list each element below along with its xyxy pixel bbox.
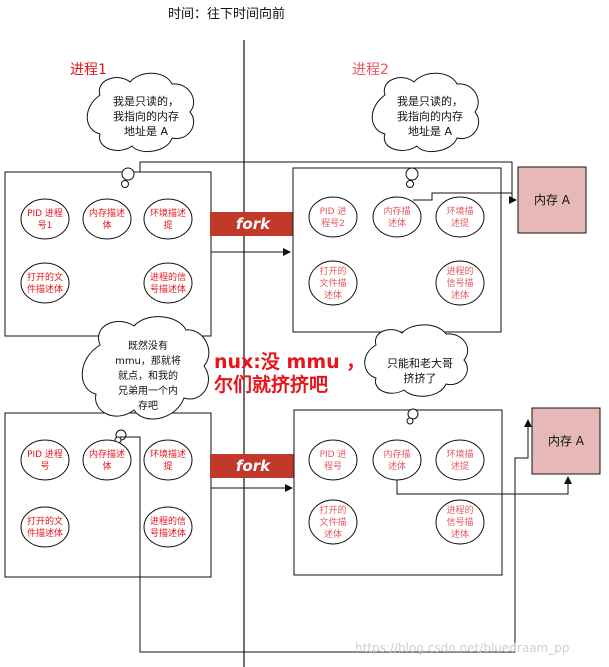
files-item-parent-bottom: 打开的文 件描述体 [20, 506, 70, 548]
svg-text:打开的: 打开的 [319, 265, 346, 277]
signals-item-parent-bottom: 进程的信 号描述体 [143, 506, 193, 548]
svg-text:件描述体: 件描述体 [27, 283, 63, 295]
svg-text:述体: 述体 [324, 528, 342, 540]
svg-text:内存描述: 内存描述 [89, 207, 125, 219]
svg-text:环境描: 环境描 [446, 205, 473, 217]
memory-item-child-bottom: 内存描 述体 [372, 439, 422, 481]
svg-text:环境描述: 环境描述 [150, 207, 186, 219]
child-process-box-bottom [293, 409, 503, 576]
time-direction-note: 时间：往下时间向前 [168, 6, 285, 22]
files-item-child-bottom: 打开的 文件描 述体 [308, 499, 358, 545]
svg-text:环境描: 环境描 [446, 448, 473, 460]
svg-text:PID 进程: PID 进程 [27, 208, 63, 219]
svg-text:提: 提 [163, 220, 172, 231]
svg-text:信号描: 信号描 [446, 516, 473, 528]
svg-text:兄弟用一个内: 兄弟用一个内 [118, 384, 178, 397]
svg-text:PID 进程: PID 进程 [27, 449, 63, 460]
svg-text:述提: 述提 [451, 217, 469, 229]
env-item-child-top: 环境描 述提 [435, 196, 485, 238]
memory-item-child-top: 内存描 述体 [372, 196, 422, 238]
svg-text:地址是 A: 地址是 A [124, 124, 168, 138]
svg-text:述体: 述体 [324, 289, 342, 301]
fork-banner-bottom: fork [210, 454, 296, 478]
pid-item-child-top: PID 进 程号2 [308, 196, 358, 238]
svg-text:环境描述: 环境描述 [150, 448, 186, 460]
svg-text:程号2: 程号2 [321, 218, 345, 229]
svg-text:就点，和我的: 就点，和我的 [118, 369, 178, 382]
svg-text:内存 A: 内存 A [534, 193, 571, 207]
svg-text:述体: 述体 [451, 528, 469, 540]
svg-text:述体: 述体 [451, 289, 469, 301]
svg-text:号1: 号1 [38, 220, 53, 231]
memory-block-bottom: 内存 A [531, 407, 601, 475]
parent-process-box-bottom [4, 412, 212, 578]
memory-item-parent-top: 内存描述 体 [82, 198, 132, 240]
env-item-child-bottom: 环境描 述提 [435, 439, 485, 481]
pid-item-parent-bottom: PID 进程 号 [20, 439, 70, 481]
svg-text:只能和老大哥: 只能和老大哥 [387, 356, 453, 370]
parent-thought-bubble-top: 我是只读的， 我指向的内存 地址是 A [86, 72, 195, 188]
svg-text:进程的信: 进程的信 [150, 271, 186, 283]
files-item-child-top: 打开的 文件描 述体 [308, 260, 358, 306]
svg-text:文件描: 文件描 [319, 516, 346, 528]
files-item-parent-top: 打开的文 件描述体 [20, 262, 70, 304]
svg-text:内存描: 内存描 [383, 205, 410, 217]
svg-text:文件描: 文件描 [319, 277, 346, 289]
env-item-parent-bottom: 环境描述 提 [143, 439, 193, 481]
svg-text:进程的信: 进程的信 [150, 515, 186, 527]
svg-text:述体: 述体 [388, 217, 406, 229]
parent-process-box-top [4, 171, 212, 337]
svg-text:我是只读的，: 我是只读的， [397, 94, 463, 108]
svg-text:内存 A: 内存 A [548, 434, 585, 448]
svg-text:号: 号 [40, 461, 49, 472]
svg-text:我指向的内存: 我指向的内存 [397, 109, 463, 123]
svg-text:体: 体 [102, 219, 111, 231]
svg-text:mmu，那就将: mmu，那就将 [115, 354, 181, 367]
child-process-label: 进程2 [352, 62, 389, 78]
svg-text:我是只读的，: 我是只读的， [113, 94, 179, 108]
svg-text:存吧: 存吧 [138, 399, 158, 412]
signals-item-child-top: 进程的 信号描 述体 [435, 260, 485, 306]
memory-item-parent-bottom: 内存描述 体 [82, 439, 132, 481]
signals-item-parent-top: 进程的信 号描述体 [143, 262, 193, 304]
svg-text:进程的: 进程的 [446, 265, 473, 277]
svg-text:进程的: 进程的 [446, 504, 473, 516]
svg-text:述提: 述提 [451, 460, 469, 472]
svg-text:述体: 述体 [388, 460, 406, 472]
fork-banner-top: fork [210, 212, 296, 236]
svg-text:体: 体 [102, 460, 111, 472]
svg-text:打开的文: 打开的文 [27, 271, 63, 283]
svg-text:程号: 程号 [324, 461, 342, 472]
signals-item-child-bottom: 进程的 信号描 述体 [435, 499, 485, 545]
svg-text:fork: fork [236, 215, 271, 233]
child-thought-bubble-top: 我是只读的， 我指向的内存 地址是 A [371, 72, 480, 188]
overlay-text-line1: nux:没 mmu ， [214, 351, 365, 373]
svg-text:信号描: 信号描 [446, 277, 473, 289]
svg-text:地址是 A: 地址是 A [408, 124, 452, 138]
svg-text:提: 提 [163, 461, 172, 472]
env-item-parent-top: 环境描述 提 [143, 198, 193, 240]
pid-item-child-bottom: PID 进 程号 [308, 439, 358, 481]
pid-item-parent-top: PID 进程 号1 [20, 198, 70, 240]
svg-text:号描述体: 号描述体 [150, 527, 186, 539]
svg-text:件描述体: 件描述体 [27, 527, 63, 539]
svg-text:内存描: 内存描 [383, 448, 410, 460]
svg-text:打开的文: 打开的文 [27, 515, 63, 527]
svg-text:内存描述: 内存描述 [89, 448, 125, 460]
child-thought-bubble-bottom: 只能和老大哥 挤挤了 [364, 324, 469, 425]
overlay-text-line2: 尔们就挤挤吧 [214, 373, 328, 396]
svg-text:号描述体: 号描述体 [150, 283, 186, 295]
svg-text:挤挤了: 挤挤了 [404, 371, 437, 385]
svg-text:PID 进: PID 进 [320, 449, 347, 460]
svg-text:既然没有: 既然没有 [128, 339, 168, 352]
svg-text:PID 进: PID 进 [320, 206, 347, 217]
parent-thought-bubble-bottom: 既然没有 mmu，那就将 就点，和我的 兄弟用一个内 存吧 [81, 316, 210, 444]
memory-block-top: 内存 A [517, 166, 587, 234]
watermark: https://blog.csdn.net/bluedraam_pp [355, 641, 569, 655]
svg-text:fork: fork [236, 457, 271, 475]
svg-text:我指向的内存: 我指向的内存 [113, 109, 179, 123]
parent-process-label: 进程1 [70, 62, 107, 78]
svg-text:打开的: 打开的 [319, 504, 346, 516]
